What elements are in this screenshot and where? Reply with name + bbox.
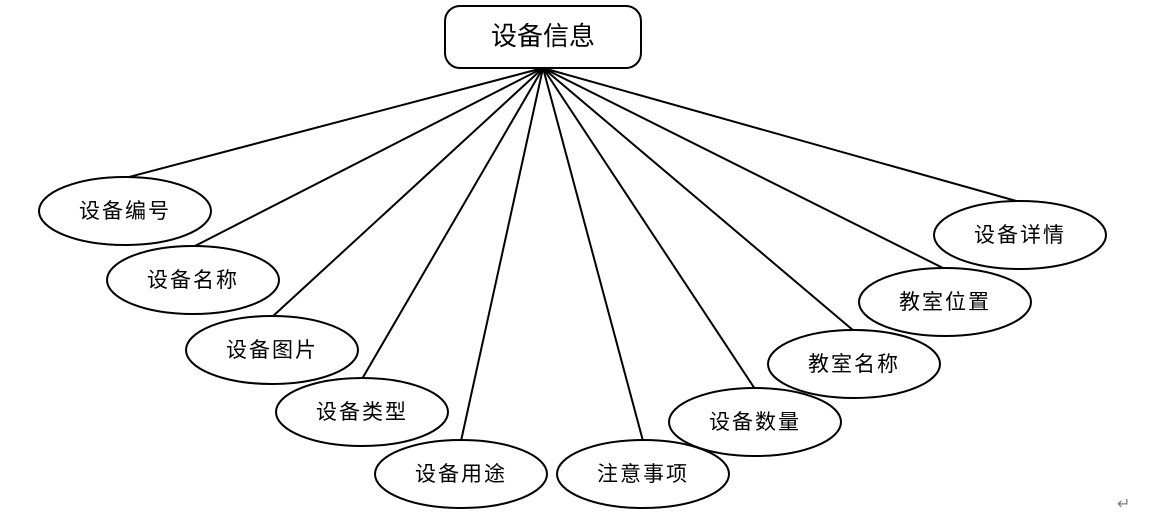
attribute-ellipse: [185, 315, 359, 385]
attribute-device-type: 设备类型: [275, 377, 449, 447]
attribute-classroom-location: 教室位置: [858, 267, 1032, 337]
attribute-ellipse: [106, 245, 280, 315]
attribute-label: 教室位置: [899, 290, 991, 314]
attribute-label: 设备名称: [147, 268, 239, 292]
attribute-ellipse: [38, 176, 212, 246]
entity-box: [444, 5, 642, 69]
attribute-ellipse: [556, 439, 730, 509]
attribute-label: 设备编号: [79, 199, 171, 223]
connector-device-image: [271, 67, 544, 318]
attribute-device-usage: 设备用途: [374, 439, 548, 509]
attribute-device-image: 设备图片: [185, 315, 359, 385]
attribute-ellipse: [374, 439, 548, 509]
attribute-label: 设备详情: [974, 223, 1066, 247]
attribute-ellipse: [668, 387, 842, 457]
paragraph-mark-icon: ↵: [1117, 494, 1131, 513]
connector-device-name: [192, 67, 544, 248]
connector-device-type: [361, 67, 544, 380]
connector-device-usage: [460, 67, 544, 442]
attribute-ellipse: [858, 267, 1032, 337]
connector-precautions: [542, 67, 644, 442]
connector-device-details: [542, 67, 1021, 203]
attribute-label: 设备用途: [415, 462, 507, 486]
attribute-ellipse: [933, 200, 1107, 270]
attribute-ellipse: [767, 329, 941, 399]
attribute-classroom-name: 教室名称: [767, 329, 941, 399]
attribute-device-name: 设备名称: [106, 245, 280, 315]
entity-node: 设备信息: [444, 5, 642, 69]
attribute-precautions: 注意事项: [556, 439, 730, 509]
attribute-device-number: 设备编号: [38, 176, 212, 246]
attribute-ellipse: [275, 377, 449, 447]
attribute-label: 注意事项: [597, 462, 689, 486]
attribute-label: 设备图片: [226, 338, 318, 362]
connector-lines: [124, 67, 1021, 442]
connector-classroom-name: [542, 67, 855, 332]
attribute-label: 教室名称: [808, 352, 900, 376]
attribute-device-details: 设备详情: [933, 200, 1107, 270]
connector-device-number: [124, 67, 544, 179]
attribute-device-quantity: 设备数量: [668, 387, 842, 457]
attribute-label: 设备数量: [709, 410, 801, 434]
entity-label: 设备信息: [491, 22, 595, 52]
connector-device-quantity: [542, 67, 756, 390]
attribute-label: 设备类型: [316, 400, 408, 424]
connector-classroom-location: [542, 67, 946, 270]
